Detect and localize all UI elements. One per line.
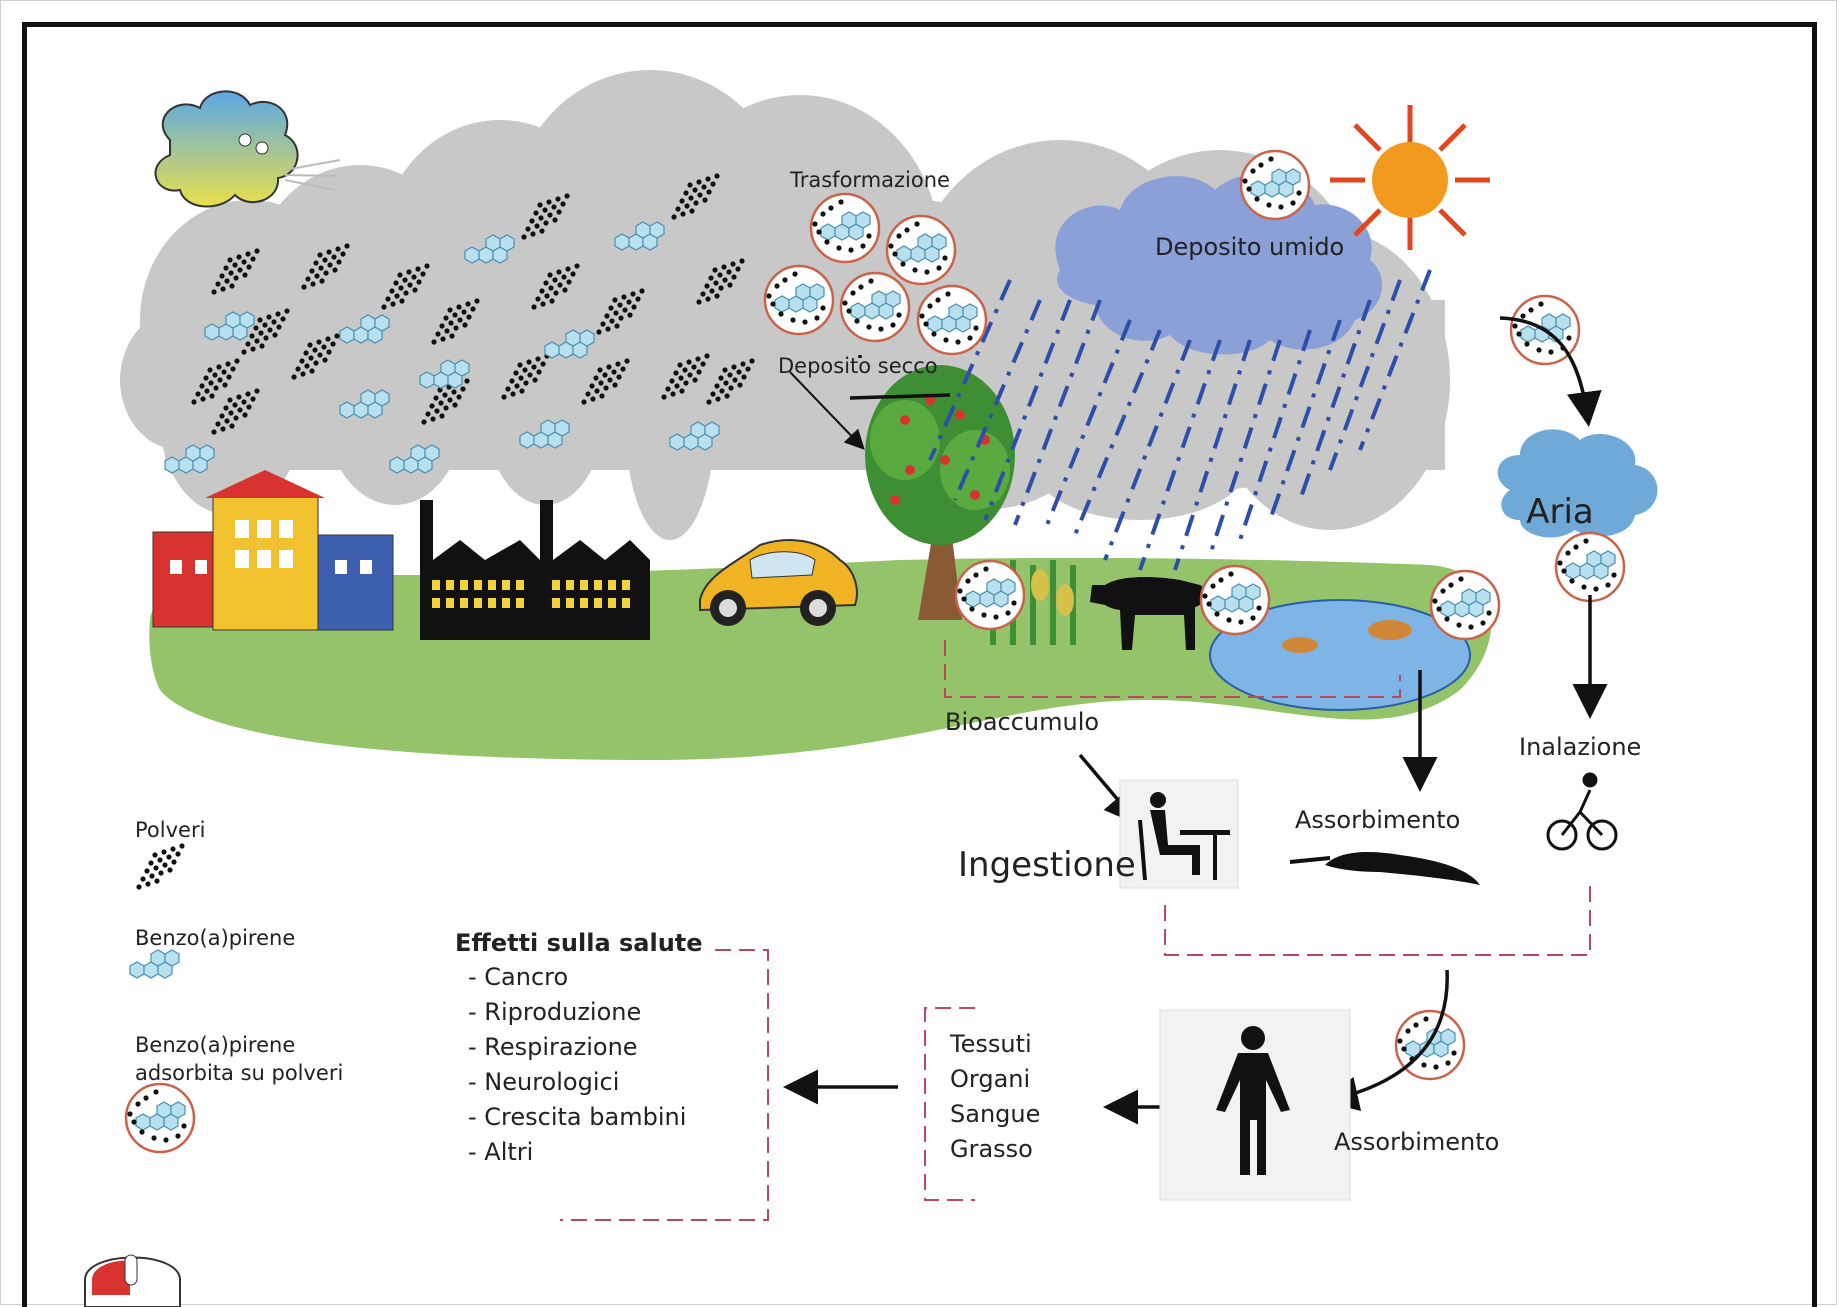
sun-icon bbox=[1330, 105, 1490, 250]
label-air: Aria bbox=[1526, 492, 1594, 532]
cyclist-icon bbox=[1546, 772, 1618, 851]
health-effect-item: - Respirazione bbox=[468, 1033, 638, 1061]
wind-cloud-icon bbox=[154, 90, 341, 208]
houses bbox=[152, 470, 394, 631]
car-icon bbox=[699, 539, 858, 626]
label-transformation: Trasformazione bbox=[789, 168, 950, 192]
health-effect-item: - Neurologici bbox=[468, 1068, 619, 1096]
health-effect-item: - Riproduzione bbox=[468, 998, 641, 1026]
label-absorption-bottom: Assorbimento bbox=[1334, 1128, 1499, 1156]
legend-dust-icon bbox=[136, 843, 185, 890]
mouse-icon bbox=[84, 1254, 181, 1307]
body-target-item: Tessuti bbox=[949, 1030, 1032, 1058]
body-target-item: Organi bbox=[950, 1065, 1030, 1093]
label-dry-deposit: Deposito secco bbox=[778, 354, 938, 378]
health-effect-item: - Altri bbox=[468, 1138, 533, 1166]
label-absorption-top: Assorbimento bbox=[1295, 806, 1460, 834]
legend-bap-label: Benzo(a)pirene bbox=[135, 926, 295, 950]
label-ingestion: Ingestione bbox=[958, 845, 1136, 885]
label-wet-deposit: Deposito umido bbox=[1155, 233, 1344, 261]
health-effect-item: - Cancro bbox=[468, 963, 568, 991]
swimmer-icon bbox=[1289, 852, 1480, 885]
human-body-icon bbox=[1159, 1009, 1351, 1201]
body-target-item: Grasso bbox=[950, 1135, 1033, 1163]
legend-dust-label: Polveri bbox=[135, 818, 205, 842]
dashed-connectors bbox=[560, 640, 1591, 1221]
dry-deposit-arrow bbox=[789, 371, 865, 450]
health-effect-item: - Crescita bambini bbox=[468, 1103, 686, 1131]
tree-icon bbox=[865, 365, 1015, 620]
flow-arrows bbox=[783, 316, 1608, 1125]
air-cloud bbox=[1497, 429, 1658, 538]
rain bbox=[928, 269, 1432, 571]
body-target-item: Sangue bbox=[950, 1100, 1040, 1128]
inner-frame bbox=[22, 22, 1817, 1307]
legend-bap-adsorbed-label-line1: Benzo(a)pirene bbox=[135, 1033, 295, 1057]
fish-icon bbox=[1282, 620, 1412, 653]
cow-icon bbox=[1090, 577, 1206, 650]
factory bbox=[420, 500, 650, 640]
legend-bap-icon bbox=[129, 949, 180, 979]
health-effects-title: Effetti sulla salute bbox=[455, 929, 703, 957]
rain-cloud bbox=[1055, 174, 1382, 355]
eating-person-icon bbox=[1119, 779, 1239, 889]
legend-bap-adsorbed-label-line2: adsorbita su polveri bbox=[135, 1061, 343, 1085]
label-inhalation: Inalazione bbox=[1519, 733, 1641, 761]
label-bioaccumulation: Bioaccumulo bbox=[945, 708, 1099, 736]
